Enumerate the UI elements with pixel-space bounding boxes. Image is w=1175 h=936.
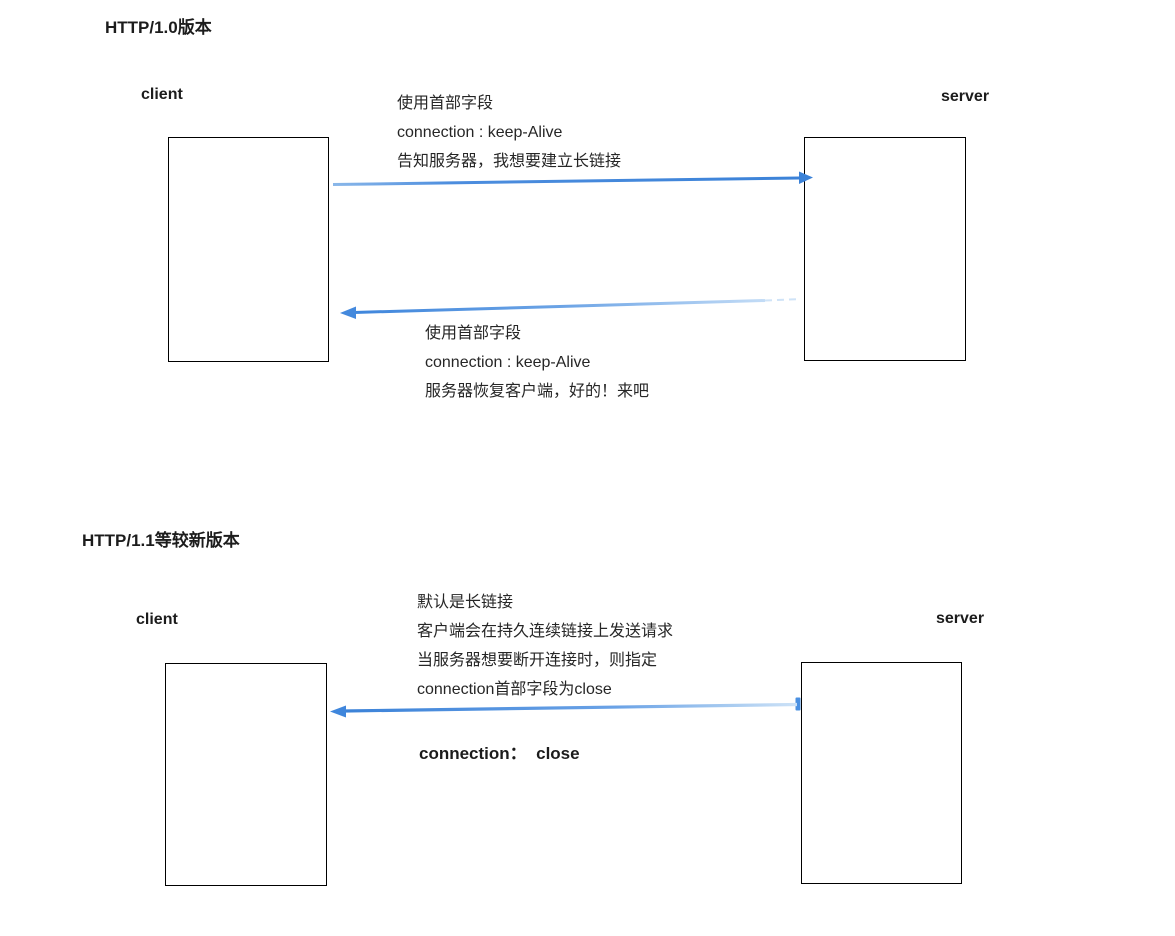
note-line: connection : keep-Alive [397,124,563,141]
section2-note: 默认是长链接 客户端会在持久连续链接上发送请求 当服务器想要断开连接时，则指定 … [417,588,673,704]
section2-client-label: client [136,611,178,628]
section2-server-label: server [936,610,985,627]
response-keepalive-arrow-icon [340,298,802,319]
note-line: 使用首部字段 [425,325,522,342]
note-line: connection : keep-Alive [425,354,591,371]
note-line: 告知服务器，我想要建立长链接 [397,153,622,170]
section1-response-note: 使用首部字段 connection : keep-Alive 服务器恢复客户端，… [425,319,649,406]
section2-server-box [801,662,962,884]
section1-client-label: client [141,86,183,103]
section2-client-box [165,663,327,886]
section1-server-box [804,137,966,361]
section1-client-box [168,137,329,362]
note-line: 使用首部字段 [397,95,494,112]
note-line: 客户端会在持久连续链接上发送请求 [417,623,674,640]
section2-close-header-label: connection： close [419,744,580,763]
note-line: connection首部字段为close [417,681,612,698]
section1-request-note: 使用首部字段 connection : keep-Alive 告知服务器，我想要… [397,89,621,176]
section2-title: HTTP/1.1等较新版本 [82,531,240,550]
section1-title: HTTP/1.0版本 [105,18,212,37]
note-line: 默认是长链接 [417,594,514,611]
note-line: 服务器恢复客户端，好的！来吧 [425,383,650,400]
note-line: 当服务器想要断开连接时，则指定 [417,652,658,669]
section1-server-label: server [941,88,990,105]
